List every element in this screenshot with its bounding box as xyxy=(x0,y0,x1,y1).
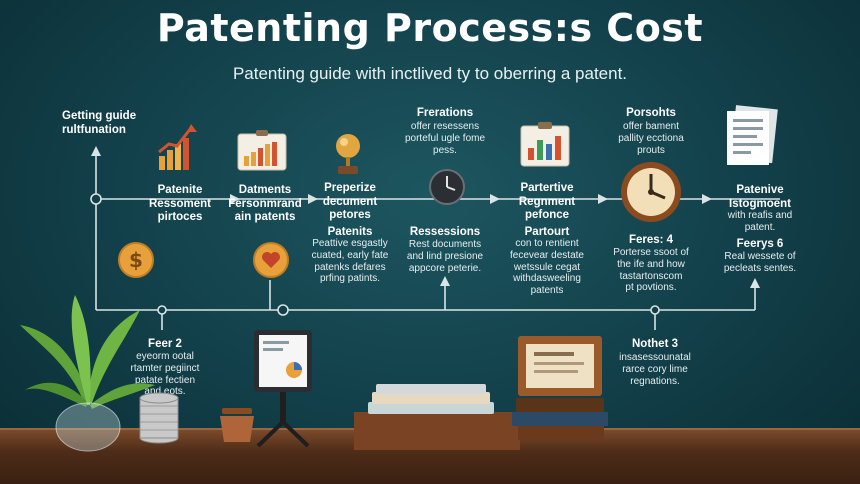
arrow-up-left xyxy=(91,146,101,156)
document-stack-icon xyxy=(354,384,520,450)
dollar-coin-icon: $ xyxy=(118,242,154,278)
coin-stack-icon xyxy=(139,392,179,444)
label-feer6: Feerys 6 xyxy=(736,238,784,250)
heart-coin-icon xyxy=(253,242,289,278)
arrow-up-right xyxy=(750,278,760,288)
svg-text:$: $ xyxy=(129,248,143,272)
label-step3-sub: Patenits xyxy=(327,226,373,238)
clay-pot-icon xyxy=(220,408,254,442)
page-title: Patenting Process:s Cost xyxy=(156,6,704,50)
plant-icon xyxy=(20,295,155,452)
arrow-3 xyxy=(490,194,500,204)
label-feer2: Feer 2 xyxy=(148,338,182,350)
node-feer2 xyxy=(157,305,167,315)
clipboard-chart-icon xyxy=(237,130,287,171)
clock-icon xyxy=(429,169,465,205)
label-porsohts: Porsohts xyxy=(626,107,676,119)
label-partourt: Partourt xyxy=(524,226,570,238)
document-icon xyxy=(727,105,778,165)
tablet-on-stand-icon xyxy=(254,330,312,448)
page-subtitle: Patenting guide with inctlived ty to obe… xyxy=(232,64,628,83)
clipboard-chart-icon-2 xyxy=(520,122,570,167)
label-frerations: Frerations xyxy=(416,107,474,119)
framed-certificate-icon xyxy=(512,336,608,440)
label-nothet3: Nothet 3 xyxy=(632,338,678,350)
node-mid xyxy=(277,304,289,316)
growth-chart-icon xyxy=(158,124,197,170)
wall-clock-icon xyxy=(621,162,681,222)
arrow-4 xyxy=(598,194,608,204)
trophy-icon xyxy=(336,134,360,174)
label-ressessions: Ressessions xyxy=(409,226,481,238)
node-nothet3 xyxy=(650,305,660,315)
label-feer4: Feres: 4 xyxy=(628,234,674,246)
node-start xyxy=(90,193,102,205)
arrow-1 xyxy=(230,194,240,204)
arrow-ressessions xyxy=(440,276,450,286)
arrow-5 xyxy=(702,194,712,204)
arrow-2 xyxy=(308,194,318,204)
